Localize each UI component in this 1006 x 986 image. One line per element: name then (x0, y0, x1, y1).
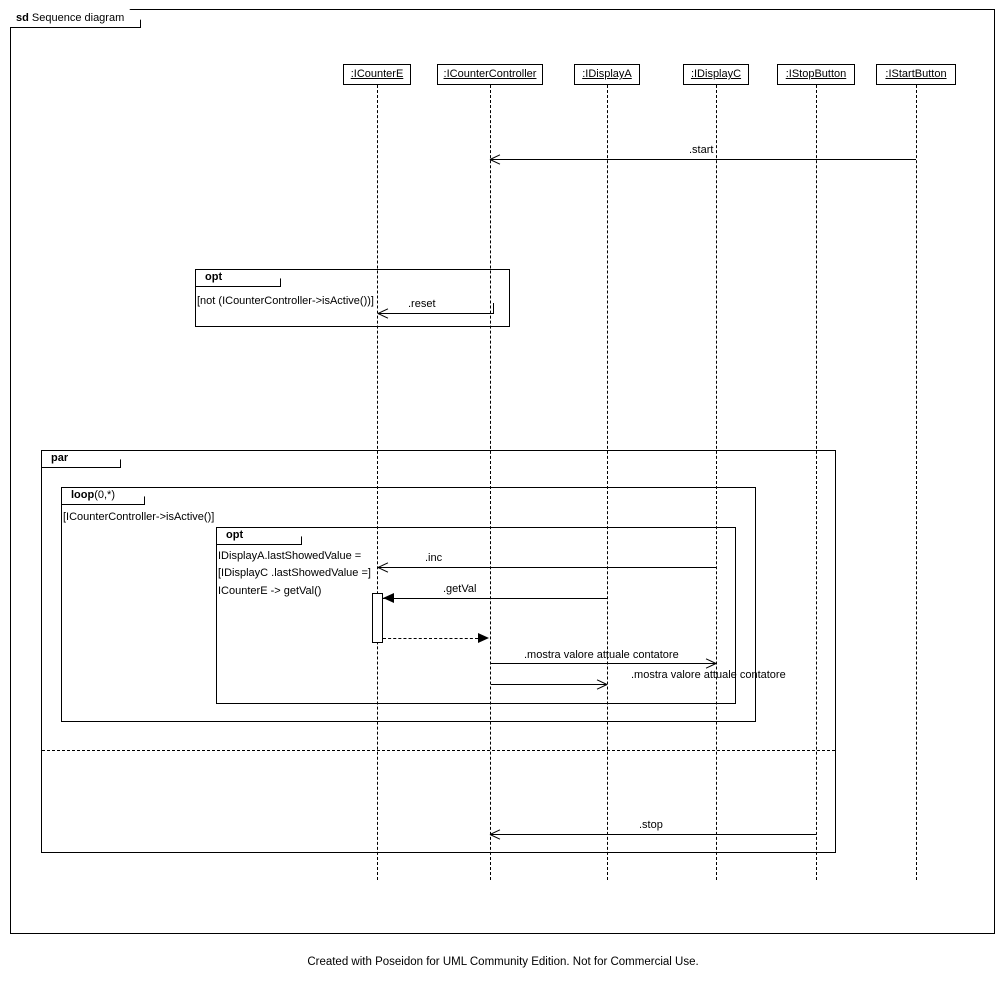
fragment-operator: opt (226, 529, 244, 541)
lifeline-line-istopbutton (816, 85, 817, 880)
lifeline-head-istopbutton[interactable]: :IStopButton (777, 64, 855, 85)
diagram-title: Sequence diagram (31, 12, 125, 24)
diagram-frame (10, 9, 995, 934)
fragment-par-main-label: par (41, 450, 121, 468)
lifeline-head-icountere[interactable]: :ICounterE (343, 64, 411, 85)
message-label-start: .start (689, 144, 714, 156)
fragment-operator: loop (71, 489, 95, 501)
arrowhead-open-left-reset (378, 308, 388, 319)
lifeline-line-icountere (377, 85, 378, 880)
arrowhead-open-right-mostra-idisplayc (706, 658, 716, 669)
message-line-getval[interactable] (383, 598, 607, 599)
fragment-loop-active-label: loop(0,*) (61, 487, 145, 505)
message-line-mostra-idisplaya[interactable] (491, 684, 606, 685)
fragment-opt-inc-guard-line-2: [IDisplayC .lastShowedValue =] (218, 566, 372, 580)
lifeline-label: :IStopButton (785, 68, 847, 80)
message-label-getval: .getVal (443, 583, 477, 595)
lifeline-head-idisplayc[interactable]: :IDisplayC (683, 64, 749, 85)
message-label-mostra-idisplayc: .mostra valore attuale contatore (524, 649, 679, 661)
diagram-kind-keyword: sd (16, 12, 29, 24)
fragment-argument: (0,*) (94, 489, 115, 501)
fragment-par-main (41, 450, 836, 853)
arrowhead-open-left-start (490, 154, 500, 165)
fragment-opt-inc-guard-line-3: ICounterE -> getVal() (218, 584, 323, 598)
message-line-mostra-idisplayc[interactable] (491, 663, 715, 664)
message-line-stop[interactable] (491, 834, 816, 835)
lifeline-line-idisplaya (607, 85, 608, 880)
arrowhead-solid-left-getval (383, 593, 394, 603)
diagram-frame-tag: sd Sequence diagram (10, 9, 141, 28)
message-line-inc[interactable] (379, 567, 716, 568)
lifeline-line-idisplayc (716, 85, 717, 880)
message-label-mostra-idisplaya: .mostra valore attuale contatore (631, 669, 786, 681)
message-label-inc: .inc (425, 552, 443, 564)
fragment-opt-reset-guard: [not (ICounterController->isActive())] (197, 294, 375, 308)
lifeline-label: :ICounterController (443, 68, 537, 80)
fragment-operator: par (51, 452, 69, 464)
fragment-opt-inc-guard-line-1: IDisplayA.lastShowedValue = (218, 549, 363, 563)
arrowhead-open-right-mostra-idisplaya (597, 679, 607, 690)
fragment-opt-inc (216, 527, 736, 704)
message-label-reset: .reset (408, 298, 436, 310)
fragment-par-main-divider (42, 750, 835, 751)
message-line-reset[interactable] (379, 313, 494, 314)
fragment-loop-active (61, 487, 756, 722)
lifeline-head-idisplaya[interactable]: :IDisplayA (574, 64, 640, 85)
footer-credit: Created with Poseidon for UML Community … (307, 956, 699, 968)
lifeline-label: :ICounterE (350, 68, 404, 80)
message-label-stop: .stop (639, 819, 663, 831)
lifeline-head-istartbutton[interactable]: :IStartButton (876, 64, 956, 85)
message-line-start[interactable] (491, 159, 916, 160)
arrowhead-solid-right-return (478, 633, 489, 643)
lifeline-label: :IDisplayC (690, 68, 742, 80)
fragment-operator: opt (205, 271, 223, 283)
lifeline-label: :IDisplayA (582, 68, 632, 80)
fragment-opt-reset (195, 269, 510, 327)
lifeline-line-istartbutton (916, 85, 917, 880)
fragment-loop-active-guard: [ICounterController->isActive()] (63, 510, 216, 524)
arrowhead-open-left-inc (378, 562, 388, 573)
lifeline-label: :IStartButton (885, 68, 947, 80)
message-line-reset-stub (493, 303, 494, 314)
message-line-return[interactable] (383, 638, 478, 639)
lifeline-line-icountercontroller (490, 85, 491, 880)
fragment-opt-inc-label: opt (216, 527, 302, 545)
arrowhead-open-left-stop (490, 829, 500, 840)
lifeline-head-icountercontroller[interactable]: :ICounterController (437, 64, 543, 85)
activation-bar-icountere (372, 593, 383, 643)
